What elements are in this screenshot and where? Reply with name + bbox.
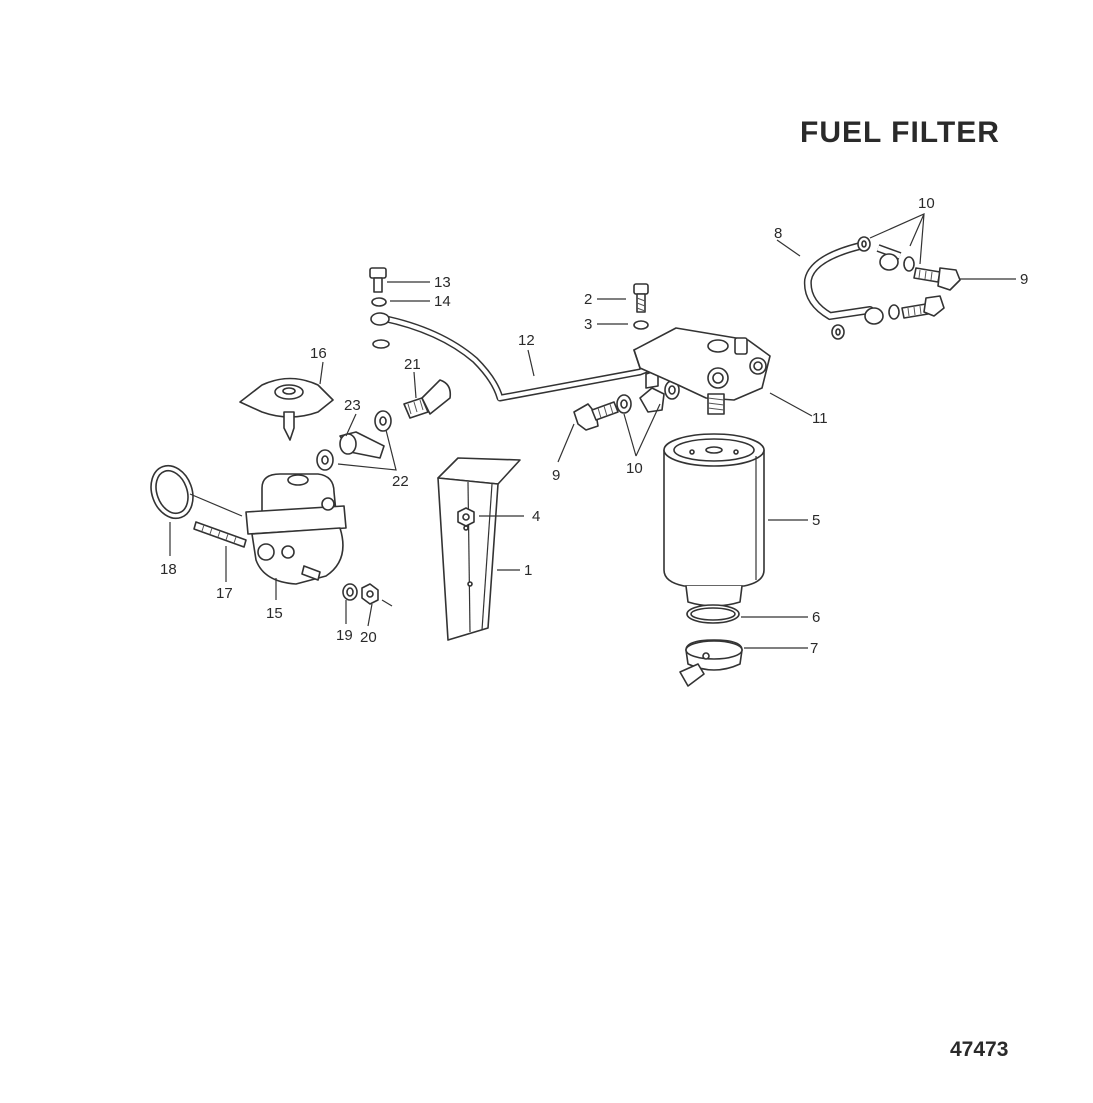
washer-3: [633, 320, 649, 330]
fitting-21: [403, 379, 452, 419]
document-number: 47473: [950, 1038, 1009, 1061]
callout-6: 6: [812, 609, 820, 626]
nut-4: [457, 507, 475, 527]
banjo-bolt-9-right: [888, 256, 961, 320]
sealing-washer-14: [371, 297, 390, 349]
fuel-pump-15: [245, 473, 347, 585]
callout-18: 18: [160, 561, 177, 578]
sealing-washer-10: [616, 380, 680, 414]
callout-10-upper: 10: [918, 195, 935, 212]
clamp-7: [679, 639, 743, 687]
nut-20: [361, 583, 393, 607]
callout-9-right: 9: [1020, 271, 1028, 288]
callout-labels: 1 2 3 4 5 6 7 8 9 9 10 10 11 12 13 14 15…: [160, 195, 1028, 657]
diagram-title: FUEL FILTER: [800, 116, 1000, 149]
callout-1: 1: [524, 562, 532, 579]
callout-4: 4: [532, 508, 540, 525]
callout-14: 14: [434, 293, 451, 310]
washer-22: [316, 410, 392, 471]
bolt-2: [633, 283, 649, 313]
pump-cover-16: [239, 377, 334, 441]
callout-17: 17: [216, 585, 233, 602]
filter-element-5: [663, 433, 765, 607]
callout-7: 7: [810, 640, 818, 657]
fuel-line-8: [803, 236, 902, 340]
callout-22: 22: [392, 473, 409, 490]
filter-head-11: [633, 327, 771, 415]
o-ring-6: [686, 604, 740, 624]
seal-ring-18: [150, 464, 194, 520]
fuel-line-tube: [370, 312, 654, 402]
callout-16: 16: [310, 345, 327, 362]
callout-13: 13: [434, 274, 451, 291]
callout-2: 2: [584, 291, 592, 308]
callout-9-left: 9: [552, 467, 560, 484]
callout-5: 5: [812, 512, 820, 529]
banjo-bolt-9: [573, 401, 619, 431]
banjo-bolt-13: [369, 267, 387, 293]
callout-20: 20: [360, 629, 377, 646]
callout-3: 3: [584, 316, 592, 333]
nipple-23: [339, 431, 385, 459]
washer-19: [342, 583, 358, 601]
callout-21: 21: [404, 356, 421, 373]
bracket-1: [437, 457, 521, 641]
callout-8: 8: [774, 225, 782, 242]
callout-11: 11: [812, 410, 828, 427]
callout-23: 23: [344, 397, 361, 414]
leader-lines: [169, 213, 1016, 649]
callout-15: 15: [266, 605, 283, 622]
callout-10-lower: 10: [626, 460, 643, 477]
callout-19: 19: [336, 627, 353, 644]
callout-12: 12: [518, 332, 535, 349]
pushrod-17: [193, 521, 247, 548]
